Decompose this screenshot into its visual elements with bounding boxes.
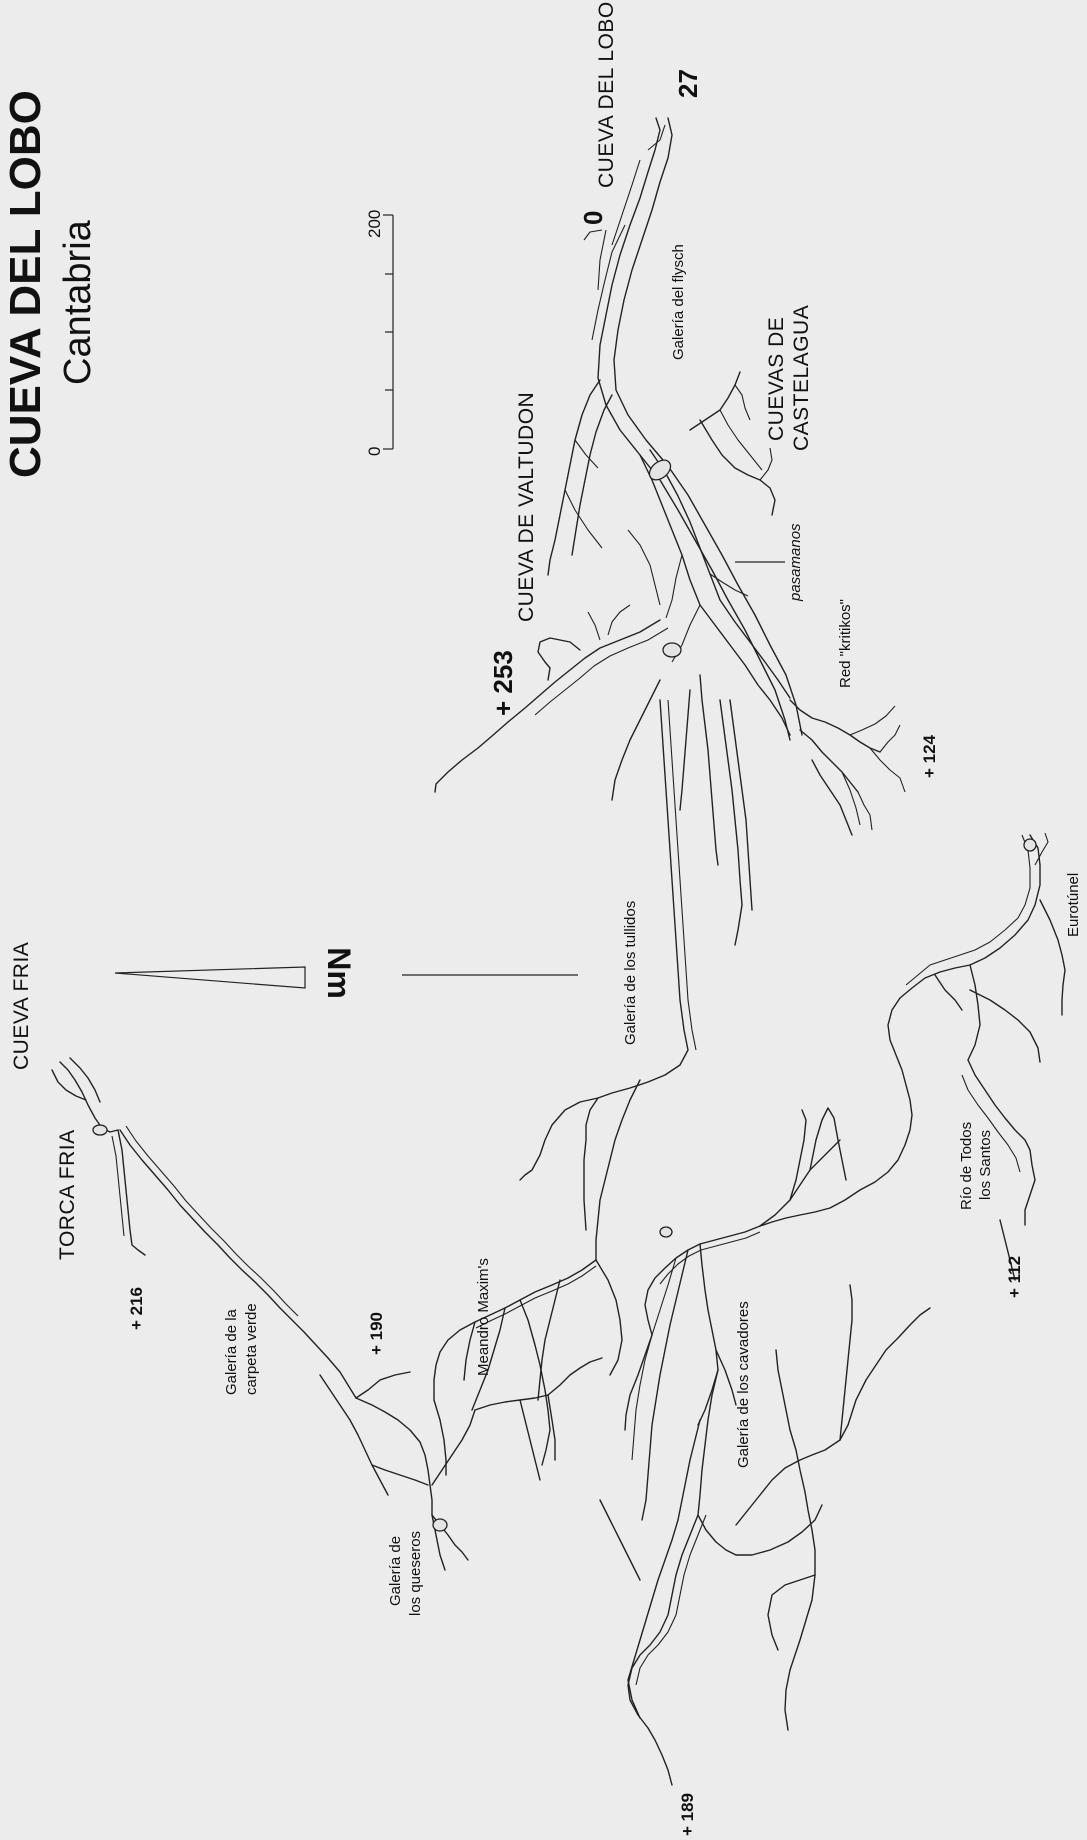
label-cueva-del-lobo: CUEVA DEL LOBO [595, 1, 618, 188]
label-galeria-cavadores: Galería de los cavadores [735, 1301, 752, 1468]
label-galeria-tullidos: Galería de los tullidos [622, 901, 639, 1045]
label-cuevas-de-1: CUEVAS DE [765, 317, 788, 441]
label-rio-1: Río de Todos [958, 1122, 975, 1210]
depth-124: + 124 [920, 734, 939, 778]
label-castelagua: CASTELAGUA [790, 305, 813, 451]
label-meandro-maxims: Meandro Maxim's [475, 1258, 492, 1376]
label-rio-2: los Santos [977, 1130, 994, 1200]
label-cueva-fria: CUEVA FRIA [10, 942, 33, 1070]
depth-0: 0 [578, 211, 608, 225]
depth-190: + 190 [367, 1312, 386, 1355]
scale-bar: 200 0 [365, 210, 394, 456]
depth-253: + 253 [488, 650, 518, 716]
label-eurotunel: Eurotúnel [1065, 873, 1082, 937]
label-queseros-1: Galería de [387, 1536, 404, 1606]
label-cueva-de-valtudon: CUEVA DE VALTUDON [515, 392, 538, 622]
label-carpeta-2: carpeta verde [243, 1303, 260, 1395]
scale-max-label: 200 [365, 210, 384, 238]
label-galeria-flysch: Galería del flysch [670, 244, 687, 360]
depth-189: + 189 [678, 1793, 697, 1836]
scale-min-label: 0 [365, 447, 384, 456]
map-subtitle: Cantabria [57, 219, 99, 385]
depth-112: + 112 [1005, 1256, 1024, 1298]
label-pasamanos: pasamanos [787, 523, 804, 602]
map-title: CUEVA DEL LOBO [1, 90, 50, 478]
label-queseros-2: los queseros [407, 1531, 424, 1616]
label-torca-fria: TORCA FRIA [56, 1129, 79, 1260]
depth-216: + 216 [127, 1287, 146, 1330]
label-carpeta-1: Galería de la [223, 1308, 240, 1395]
north-label: Nm [321, 947, 357, 999]
label-red-kritikos: Red "kritikos" [837, 599, 854, 688]
cave-passages [51, 117, 1066, 1786]
north-arrow: Nm [114, 947, 578, 999]
depth-27: 27 [673, 69, 703, 98]
